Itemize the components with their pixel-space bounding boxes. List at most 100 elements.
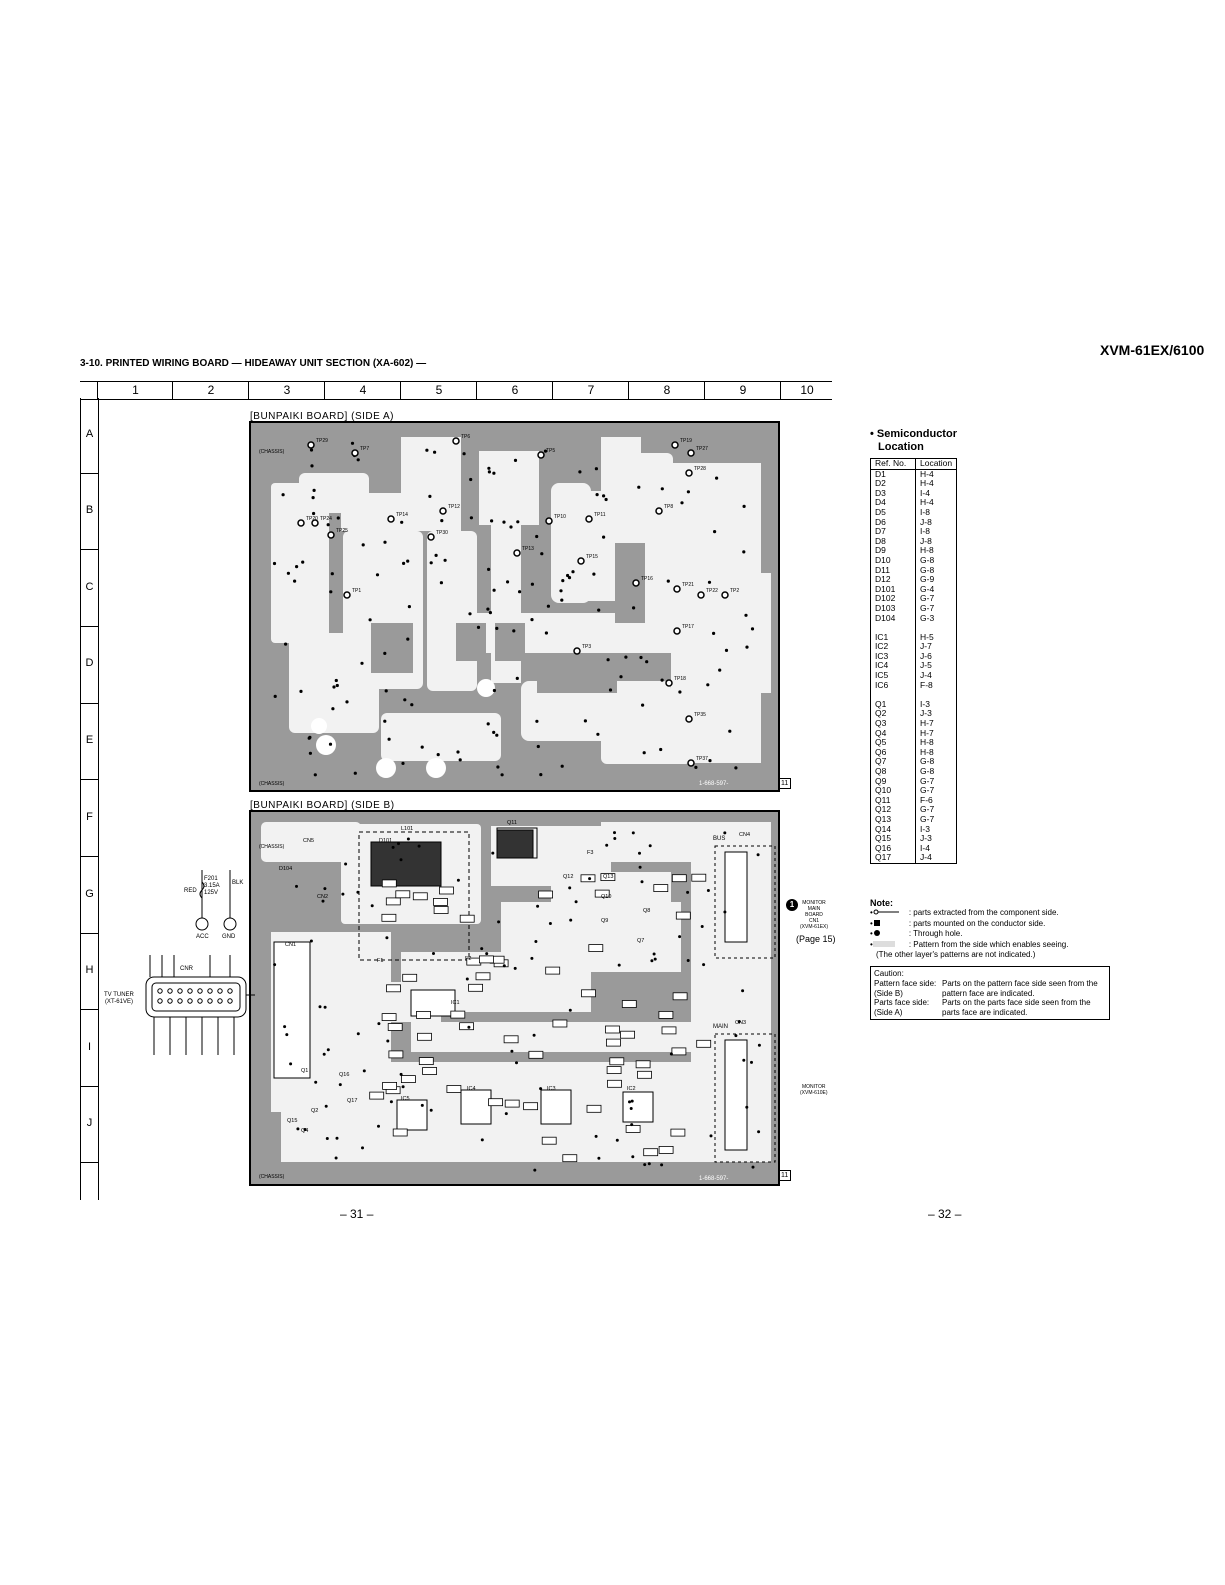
through-hole: [318, 1005, 322, 1009]
location-cell: J-5: [914, 661, 958, 672]
part-label: Q12: [563, 874, 573, 880]
through-hole: [440, 519, 444, 523]
location-cell: G-7: [914, 776, 958, 787]
through-hole: [399, 1072, 403, 1076]
smd-part: [588, 944, 604, 953]
through-hole: [312, 511, 316, 516]
through-hole: [456, 878, 460, 882]
through-hole: [323, 1005, 327, 1009]
through-hole: [638, 865, 642, 869]
location-cell: J-6: [914, 651, 958, 662]
through-hole: [509, 525, 513, 529]
through-hole: [295, 884, 298, 888]
testpoint-label: TP37: [696, 756, 708, 762]
through-hole: [712, 631, 716, 635]
through-hole: [631, 1155, 635, 1159]
through-hole: [331, 707, 335, 711]
smd-part: [412, 892, 428, 901]
smd-part: [388, 1050, 404, 1059]
through-hole: [632, 606, 636, 610]
testpoint-marker: [573, 647, 581, 655]
smd-part: [696, 1039, 712, 1048]
through-hole: [399, 858, 403, 862]
smd-part: [475, 972, 491, 981]
through-hole: [469, 516, 473, 520]
testpoint-label: TP6: [461, 434, 470, 440]
testpoint-label: TP21: [682, 582, 694, 588]
through-hole: [680, 501, 684, 505]
through-hole: [289, 1062, 293, 1066]
caution-parts-face-label: Parts face side: (Side A): [874, 998, 930, 1017]
location-cell: I-4: [914, 843, 958, 854]
through-hole: [518, 590, 522, 594]
col-location: Location: [914, 458, 958, 470]
testpoint-label: TP7: [360, 446, 369, 452]
through-hole: [741, 989, 745, 993]
through-hole: [377, 1022, 381, 1026]
smd-part: [395, 890, 411, 899]
part-label: Q17: [347, 1098, 357, 1104]
through-hole: [728, 729, 732, 733]
through-hole: [588, 877, 592, 881]
through-hole: [723, 910, 727, 914]
smd-part: [402, 973, 418, 982]
through-hole: [360, 661, 364, 665]
through-hole: [648, 844, 652, 848]
testpoint-label: TP35: [694, 712, 706, 718]
part-label: Q9: [601, 918, 608, 924]
part-label: F3: [587, 850, 593, 856]
through-hole: [293, 579, 297, 583]
location-cell: G-8: [914, 555, 958, 566]
connector-pin: [157, 988, 163, 994]
testpoint-marker: [351, 449, 359, 457]
page-number-left: – 31 –: [340, 1207, 374, 1221]
through-hole: [428, 494, 432, 498]
smd-part: [635, 1060, 651, 1069]
through-hole: [324, 1104, 328, 1108]
wire-blk-label: BLK: [232, 880, 244, 886]
testpoint-label: TP29: [316, 438, 328, 444]
through-hole: [310, 464, 314, 468]
through-hole: [571, 570, 575, 574]
through-hole: [344, 862, 348, 866]
testpoint-marker: [387, 515, 395, 523]
through-hole: [543, 449, 548, 453]
through-hole: [492, 471, 496, 475]
smd-part: [459, 914, 475, 923]
smd-part: [691, 873, 707, 882]
grid-col-7: 7: [552, 382, 629, 399]
chassis-label-b: (CHASSIS): [259, 844, 285, 850]
testpoint-label: TP20: [306, 516, 318, 522]
part-label: CN3: [735, 1020, 746, 1026]
testpoint-marker: [671, 441, 679, 449]
through-hole: [273, 963, 277, 967]
through-hole: [539, 773, 543, 777]
through-hole: [515, 676, 519, 680]
conductor-side-symbol: [873, 919, 909, 926]
through-hole: [745, 645, 749, 649]
through-hole: [694, 765, 698, 769]
caution-parts-face-text: Parts on the parts face side seen from t…: [942, 998, 1091, 1017]
location-cell: F-6: [914, 795, 958, 806]
side-a-rev: 11: [778, 778, 792, 789]
through-hole: [659, 747, 663, 752]
testpoint-label: TP16: [641, 576, 653, 582]
through-hole: [502, 964, 506, 968]
part-label: Q1: [301, 1068, 308, 1074]
testpoint-label: TP12: [448, 504, 460, 510]
through-hole: [560, 764, 564, 768]
smd-part: [594, 889, 610, 898]
note-item-2: •: parts mounted on the conductor side.: [870, 918, 1046, 928]
